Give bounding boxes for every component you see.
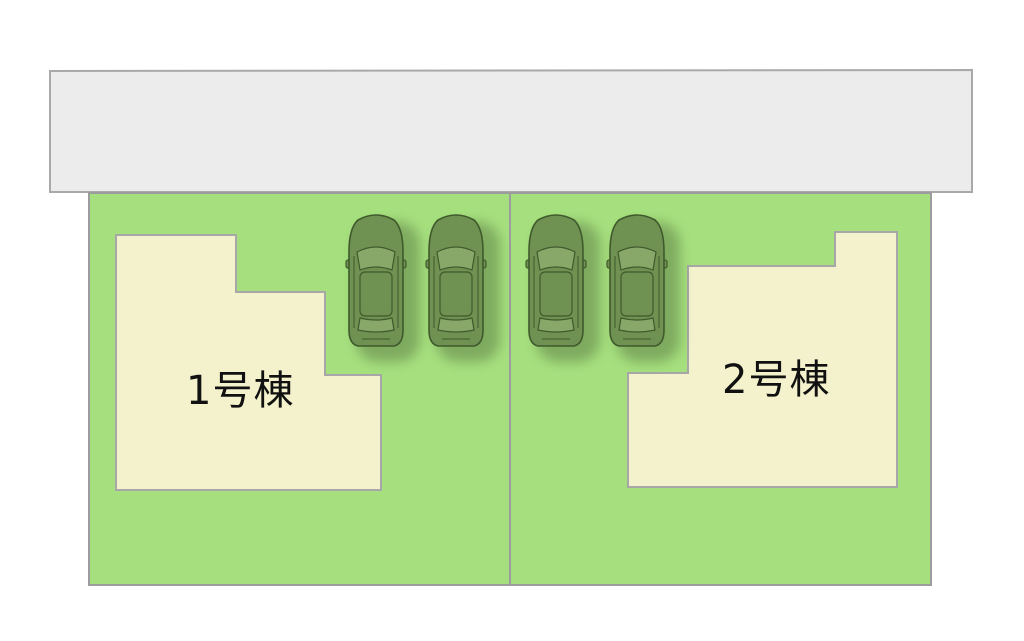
parked-car-icon: [425, 214, 487, 347]
parked-car-icon: [606, 214, 668, 347]
building-2-footprint: [627, 231, 898, 488]
building-2-label: 2号棟: [722, 357, 831, 403]
building-1-footprint: [115, 234, 382, 491]
building-1-label: 1号棟: [186, 368, 295, 414]
parked-car-icon: [525, 214, 587, 347]
road: [49, 68, 973, 193]
parked-car-icon: [345, 214, 407, 347]
